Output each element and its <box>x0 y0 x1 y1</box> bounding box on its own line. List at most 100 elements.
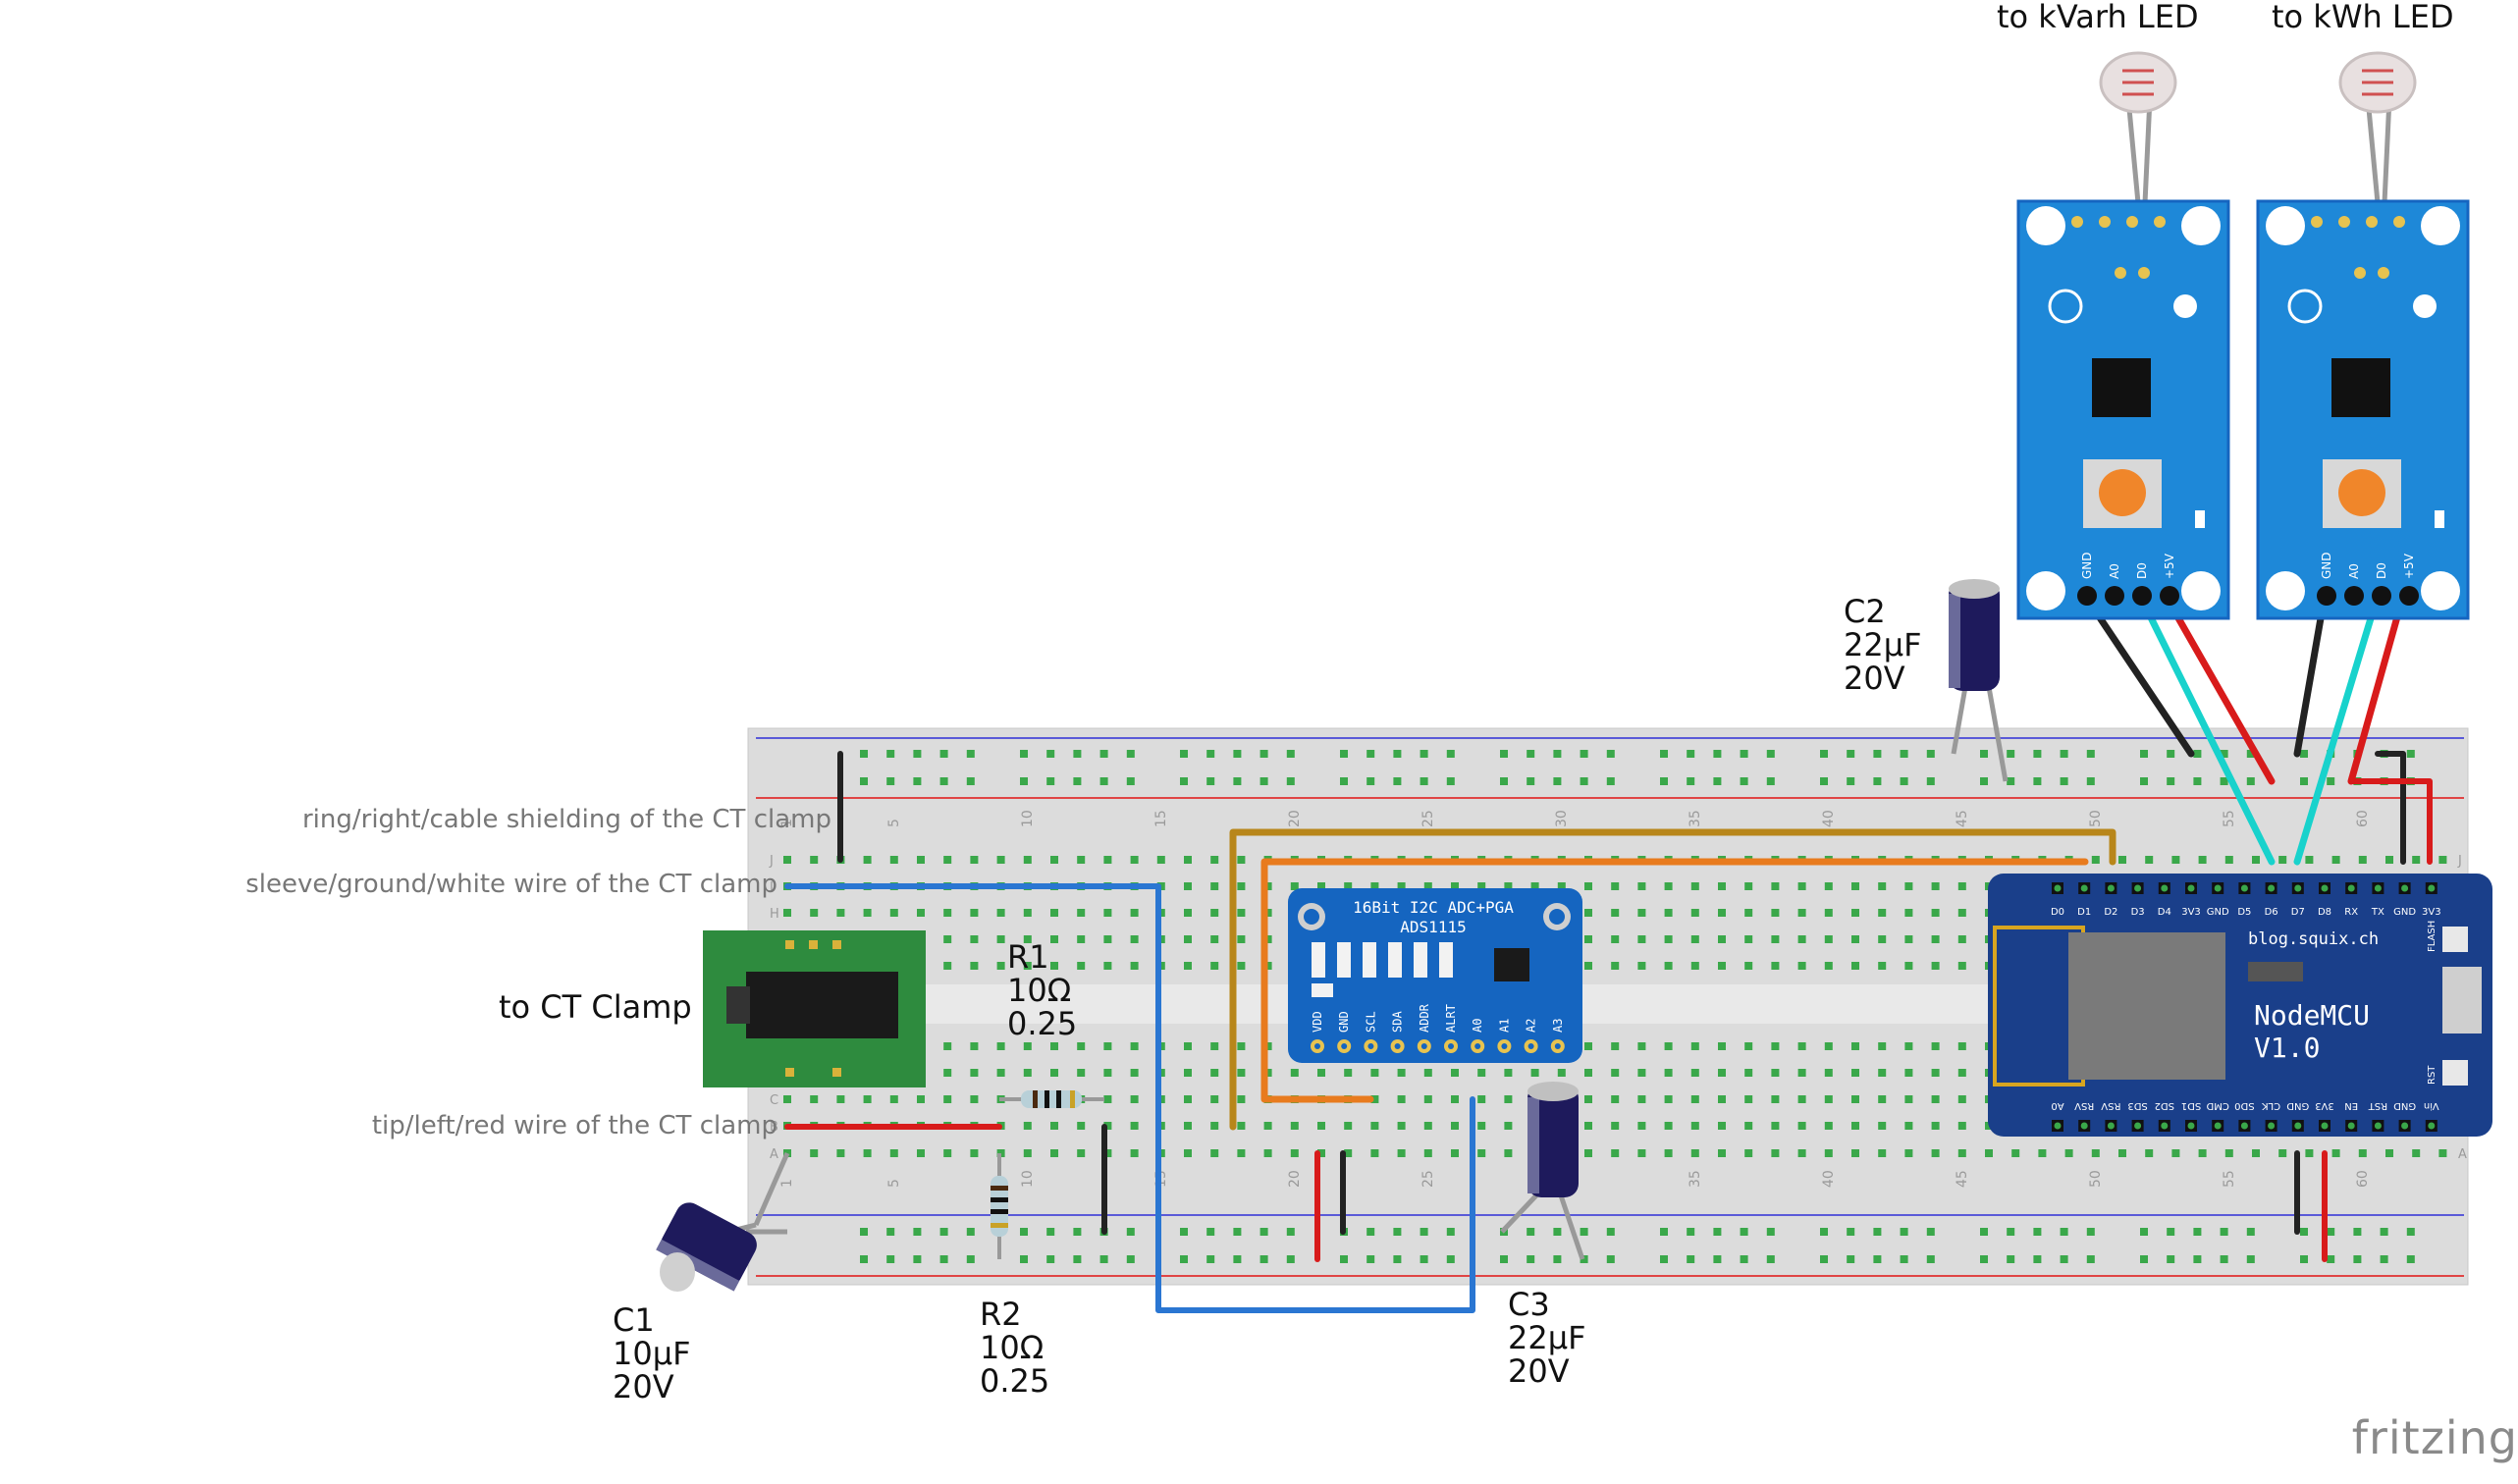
nodemcu-version: V1.0 <box>2254 1032 2320 1064</box>
bb-hole <box>1077 935 1086 943</box>
bb-hole <box>1263 962 1272 970</box>
bb-hole <box>1985 1149 1993 1157</box>
bb-hole <box>1263 935 1272 943</box>
bb-hole <box>1103 1122 1112 1130</box>
bb-hole <box>1050 909 1058 917</box>
bb-hole <box>1397 1095 1406 1103</box>
bb-hole <box>810 1095 819 1103</box>
bb-hole <box>2300 1228 2308 1236</box>
bb-hole <box>1690 1042 1699 1050</box>
bb-hole <box>1423 882 1432 890</box>
bb-hole <box>1286 1228 1295 1236</box>
bb-hole <box>1931 1069 1940 1077</box>
bb-hole <box>1611 962 1620 970</box>
bb-hole <box>943 935 952 943</box>
bb-hole <box>1184 882 1192 890</box>
wire-blue-sleeve <box>784 883 1475 1313</box>
bb-hole <box>889 1149 898 1157</box>
bb-hole <box>1237 1095 1246 1103</box>
bb-hole <box>1744 1042 1753 1050</box>
bb-hole <box>2171 1149 2180 1157</box>
bb-hole <box>1126 1255 1135 1263</box>
bb-hole <box>1370 1149 1379 1157</box>
nodemcu-pin-label: D0 <box>2051 907 2064 918</box>
bb-hole <box>1077 1069 1086 1077</box>
bb-hole <box>2224 856 2233 864</box>
bb-hole <box>1130 935 1139 943</box>
bb-hole <box>1957 935 1966 943</box>
bb-hole <box>2167 777 2175 785</box>
nodemcu-pin-label: D3 <box>2131 907 2145 918</box>
nodemcu-pin-label: A0 <box>2051 1100 2063 1111</box>
bb-hole <box>783 856 791 864</box>
bb-hole <box>2145 1149 2154 1157</box>
bb-hole <box>943 962 952 970</box>
bb-hole <box>1771 1095 1780 1103</box>
bb-hole <box>1130 962 1139 970</box>
bb-hole <box>1259 777 1268 785</box>
bb-hole <box>970 856 979 864</box>
bb-hole <box>1259 1228 1268 1236</box>
bb-row-letter: A <box>2458 1147 2467 1162</box>
bb-hole <box>2385 856 2393 864</box>
bb-hole <box>1690 962 1699 970</box>
bb-hole <box>966 777 975 785</box>
bb-hole <box>1126 750 1135 758</box>
bb-hole <box>1553 750 1562 758</box>
note-sleeve: sleeve/ground/white wire of the CT clamp <box>245 870 777 899</box>
bb-hole <box>1664 1122 1673 1130</box>
bb-hole <box>1718 1095 1726 1103</box>
sensor-pin <box>2344 586 2364 606</box>
bb-hole <box>2086 777 2095 785</box>
bb-hole <box>1023 962 1032 970</box>
adc-title: 16Bit I2C ADC+PGA <box>1353 898 1514 917</box>
bb-hole <box>996 856 1005 864</box>
bb-hole <box>1824 962 1833 970</box>
bb-hole <box>1530 882 1539 890</box>
bb-hole <box>1771 1122 1780 1130</box>
capacitor-c2 <box>1949 579 2009 782</box>
bb-hole <box>2060 1228 2068 1236</box>
bb-row-letter: J <box>769 854 774 869</box>
bb-hole <box>1210 1149 1219 1157</box>
audio-jack <box>703 930 926 1087</box>
bb-hole <box>1718 909 1726 917</box>
bb-hole <box>1878 1122 1887 1130</box>
bb-hole <box>1206 1228 1215 1236</box>
bb-hole <box>1233 777 1242 785</box>
bb-column-number: 45 <box>1955 810 1970 827</box>
resistor-r1 <box>999 1090 1104 1108</box>
bb-hole <box>1370 1069 1379 1077</box>
bb-hole <box>2140 777 2148 785</box>
label-kwh-led: to kWh LED <box>2272 0 2454 35</box>
bb-hole <box>1553 1255 1562 1263</box>
bb-hole <box>860 1228 868 1236</box>
bb-hole <box>1606 1228 1615 1236</box>
bb-hole <box>1797 1069 1806 1077</box>
bb-hole <box>1237 909 1246 917</box>
bb-hole <box>1606 750 1615 758</box>
bb-hole <box>1527 1228 1535 1236</box>
bb-hole <box>1637 909 1646 917</box>
bb-hole <box>1904 1095 1913 1103</box>
bb-hole <box>1980 1228 1988 1236</box>
bb-hole <box>2380 1228 2388 1236</box>
bb-hole <box>1393 777 1402 785</box>
bb-hole <box>2193 1228 2202 1236</box>
nodemcu-pin-label: RST <box>2368 1100 2387 1111</box>
sensor-pin-label: D0 <box>2135 562 2149 579</box>
resistor-r2 <box>991 1153 1008 1259</box>
bb-hole <box>886 750 895 758</box>
bb-hole <box>1420 750 1428 758</box>
bb-hole <box>1370 882 1379 890</box>
bb-hole <box>1504 1149 1513 1157</box>
bb-hole <box>1740 1228 1748 1236</box>
bb-hole <box>1077 962 1086 970</box>
bb-hole <box>1050 1042 1058 1050</box>
bb-hole <box>1771 1149 1780 1157</box>
bb-hole <box>1824 882 1833 890</box>
capacitor-c1 <box>656 1151 790 1292</box>
bb-hole <box>917 856 925 864</box>
